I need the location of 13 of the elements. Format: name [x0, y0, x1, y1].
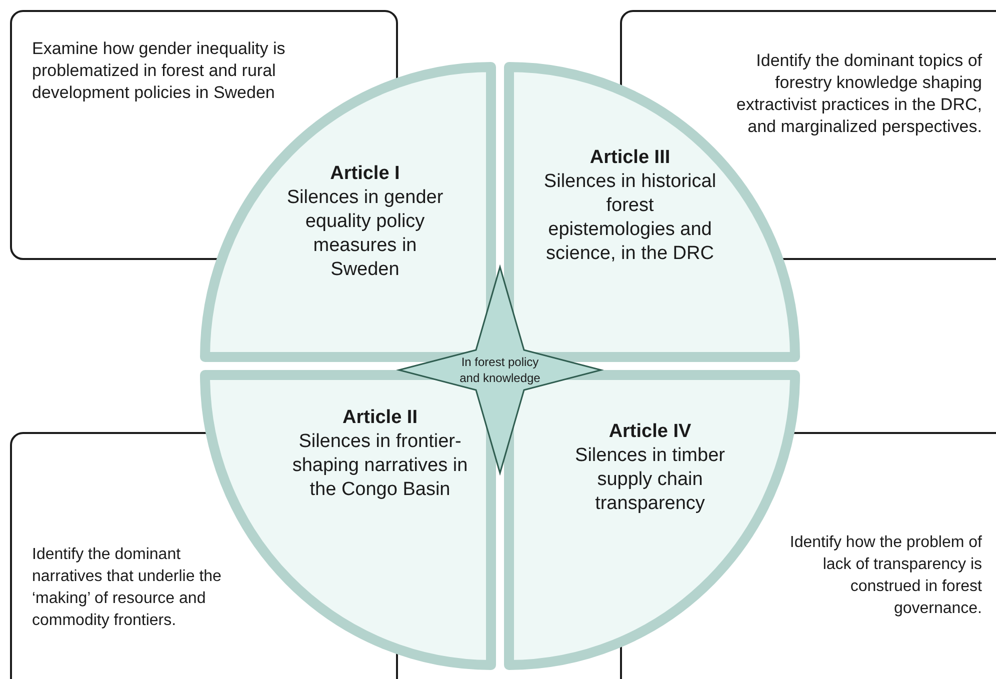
objective-text: Identify how the problem of lack of transparency is construed in forest governance. — [788, 533, 982, 619]
article-description: Silences in frontier-shaping narratives in the Congo Basin — [292, 430, 468, 502]
article-title: Article II — [342, 406, 418, 430]
objective-text: Identify the dominant narratives that underlie the ‘making’ of resource and commodity frontiers. — [32, 545, 222, 631]
article-description: Silences in gender equality policy measures in Sweden — [286, 186, 444, 282]
center-label: In forest policy and knowledge — [458, 354, 542, 386]
objective-text: Examine how gender inequality is problematized in forest and rural development policies in Sweden — [32, 38, 286, 104]
article-title: Article IV — [608, 420, 692, 444]
article-description: Silences in timber supply chain transparency — [574, 444, 726, 516]
article-title: Article I — [329, 162, 401, 186]
article-title: Article III — [588, 146, 672, 170]
objective-text: Identify the dominant topics of forestry knowledge shaping extractivist practices in the DRC, and marginalized perspectives. — [735, 50, 982, 138]
article-description: Silences in historical forest epistemologies and science, in the DRC — [542, 170, 718, 266]
